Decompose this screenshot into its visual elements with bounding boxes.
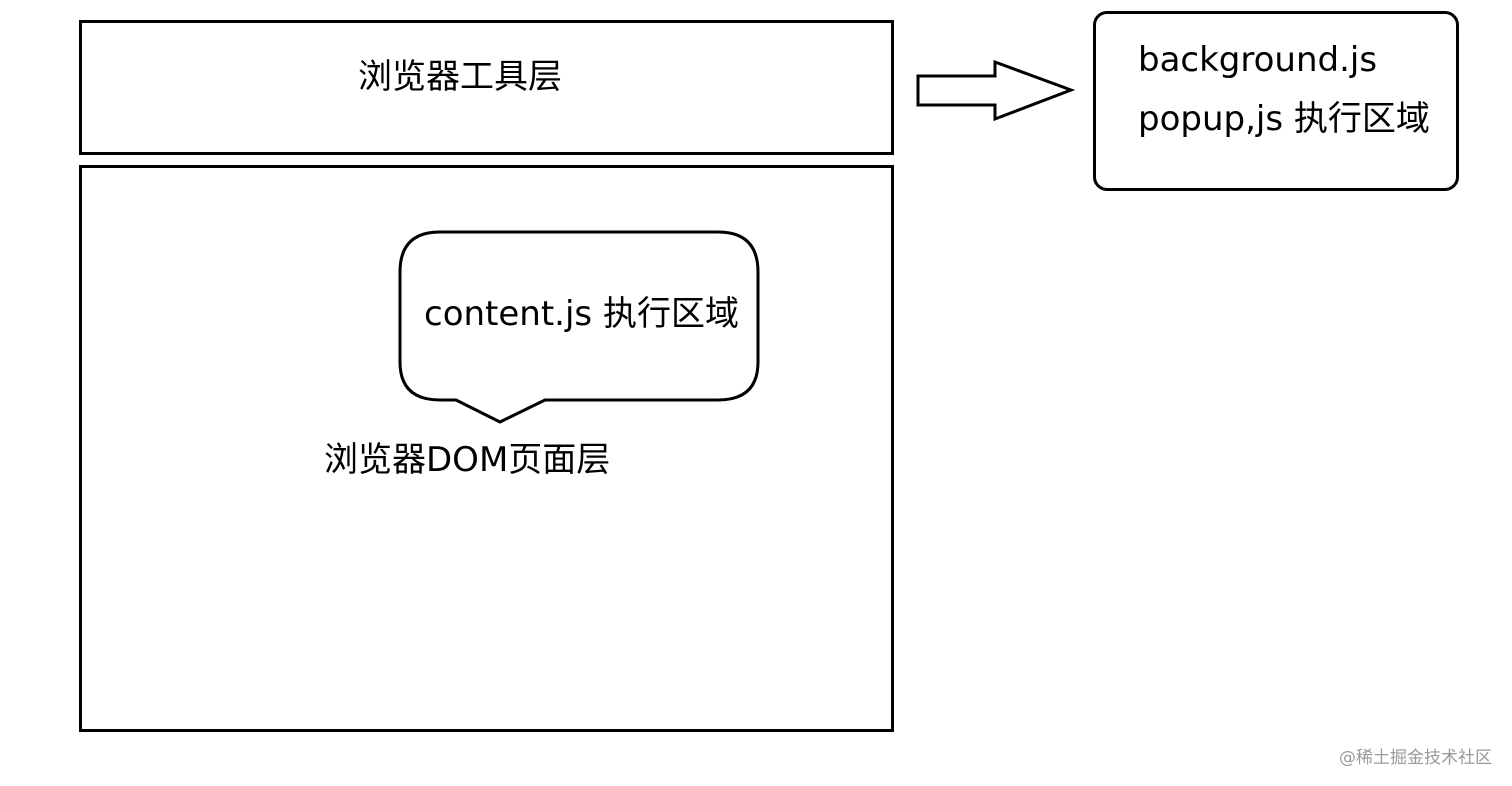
browser-toolbar-layer-label: 浏览器工具层 xyxy=(358,57,562,97)
block-arrow-right-icon xyxy=(916,59,1076,122)
background-js-label: background.js xyxy=(1138,40,1378,80)
browser-toolbar-layer-box xyxy=(79,20,894,155)
content-js-label: content.js 执行区域 xyxy=(424,294,739,334)
browser-dom-layer-label: 浏览器DOM页面层 xyxy=(324,440,611,480)
popup-js-label: popup,js 执行区域 xyxy=(1138,99,1430,139)
watermark: @稀土掘金技术社区 xyxy=(1339,748,1492,768)
content-speech-bubble xyxy=(398,230,760,424)
background-popup-box xyxy=(1093,11,1459,191)
